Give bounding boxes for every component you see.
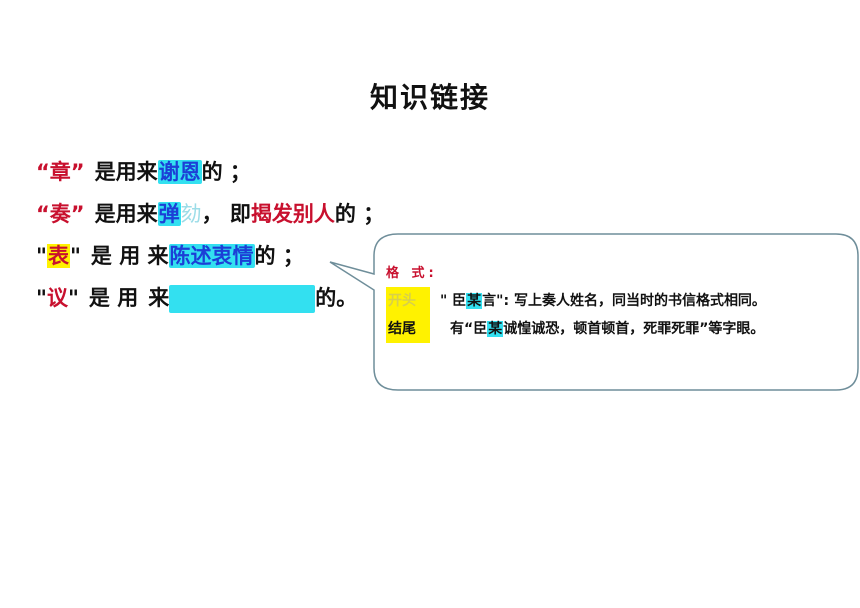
line-biao: "表" 是 用 来陈述衷情的 ； [36, 240, 304, 272]
mark-char: 某 [466, 293, 483, 309]
line-sep: ， 即 [201, 202, 251, 226]
term-zou: “奏” [36, 202, 85, 226]
line-tail: 的 ； [334, 202, 385, 226]
tag-opening: 开头 [386, 287, 430, 315]
callout-content: 格 式: 开头" 臣某言": 写上奏人姓名，同当时的书信格式相同。 结尾有“臣某… [386, 262, 856, 343]
answer-blank [169, 285, 316, 313]
line-text: 是 用 来 [90, 244, 169, 268]
mark-char: 某 [487, 321, 504, 337]
line-text: 是 用 [88, 286, 139, 310]
faint-char: 劾 [180, 202, 202, 226]
line-yi: "议" 是 用来 的。 [36, 282, 357, 314]
line-tail: 的 ； [254, 244, 304, 268]
tag-ending: 结尾 [386, 315, 430, 343]
format-label: 格 式: [386, 266, 438, 281]
quote-close: " [67, 286, 79, 310]
term-zhang: “章” [36, 160, 85, 184]
term-yi: 议 [46, 286, 68, 310]
highlight-answer: 谢恩 [157, 160, 202, 184]
row-text: 有“臣 [450, 321, 488, 337]
line-zhang: “章” 是用来谢恩的 ； [36, 156, 251, 188]
line-text: 是用来 [94, 202, 158, 226]
highlight-red: 揭发别人 [250, 202, 335, 226]
callout-bubble: 格 式: 开头" 臣某言": 写上奏人姓名，同当时的书信格式相同。 结尾有“臣某… [326, 232, 860, 392]
row-text: 言": 写上奏人姓名，同当时的书信格式相同。 [482, 293, 766, 309]
highlight-answer: 陈述衷情 [168, 244, 255, 268]
highlight-answer: 弹 [157, 202, 181, 226]
row-text: 诚惶诚恐，顿首顿首，死罪死罪”等字眼。 [503, 321, 765, 337]
quote-open: " [36, 286, 47, 310]
line-text: 是用来 [94, 160, 158, 184]
line-tail: 的。 [315, 286, 358, 310]
row-text: " 臣 [440, 293, 467, 309]
page-title: 知识链接 [369, 81, 490, 114]
line-zou: “奏” 是用来弹劾， 即揭发别人的 ； [36, 198, 384, 230]
quote-open: " [36, 244, 47, 268]
quote-close: " [69, 244, 81, 268]
format-row-opening: 开头 " 臣某言": 写上奏人姓名，同当时的书信格式相同。 [386, 287, 856, 315]
callout-shape [329, 233, 859, 391]
format-row-ending: 结尾 有“臣某诚惶诚恐，顿首顿首，死罪死罪”等字眼。 [386, 315, 856, 343]
line-tail: 的 ； [201, 160, 251, 184]
line-text-2: 来 [148, 286, 170, 310]
term-biao: 表 [46, 244, 70, 268]
